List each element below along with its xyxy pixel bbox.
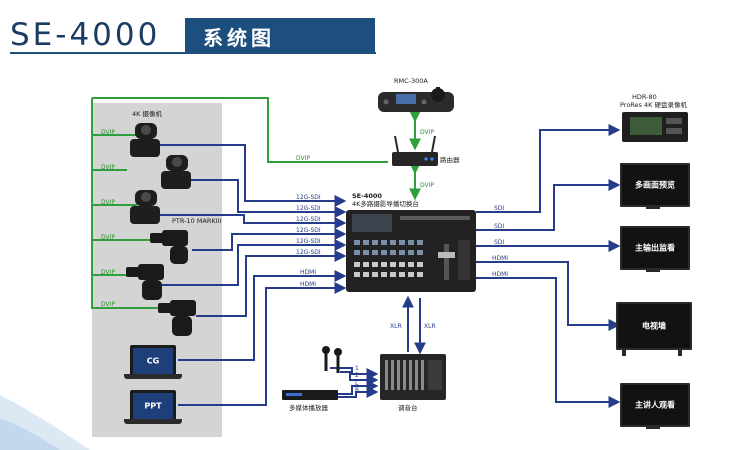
switcher-name: SE-4000 bbox=[352, 192, 382, 200]
xlr-label-2: XLR bbox=[424, 323, 436, 330]
hdmi-out-label-2: HDMI bbox=[492, 271, 509, 278]
cg-laptop-base bbox=[124, 374, 182, 379]
audio-channel-r: R bbox=[355, 387, 360, 394]
multiview-monitor-label: 多画面预览 bbox=[635, 180, 675, 190]
switcher-desc: 4K多路摄影导播切换台 bbox=[352, 200, 419, 208]
sdi12g-label-6: 12G-SDI bbox=[296, 249, 321, 256]
tv-wall-leg-left bbox=[622, 350, 626, 356]
hdr-desc: ProRes 4K 硬盘录像机 bbox=[620, 101, 687, 109]
sdi12g-label-3: 12G-SDI bbox=[296, 216, 321, 223]
dvip-label-5: DVIP bbox=[101, 269, 116, 276]
audio-mixer-icon bbox=[380, 354, 446, 400]
hdmi-out-label-1: HDMI bbox=[492, 255, 509, 262]
banner-text: 系统图 bbox=[203, 26, 275, 50]
xlr-label-1: XLR bbox=[390, 323, 402, 330]
ptz-camera-3 bbox=[130, 190, 160, 224]
router-label: 路由器 bbox=[440, 156, 460, 164]
title-underline bbox=[10, 52, 376, 54]
main-out-stand bbox=[646, 270, 660, 272]
tv-wall-monitor-label: 电视墙 bbox=[642, 321, 666, 331]
host-monitor: 主讲人观看 bbox=[620, 383, 690, 427]
mic-channel-1: 1 bbox=[355, 365, 359, 372]
page-title: SE-4000 bbox=[10, 17, 161, 53]
hdmi-in-label-2: HDMI bbox=[300, 281, 317, 288]
main-out-monitor-label: 主输出监看 bbox=[635, 243, 675, 253]
hdr-name: HDR-80 bbox=[632, 93, 657, 101]
ptr-camera-1 bbox=[150, 230, 188, 264]
dvip-label-router: DVIP bbox=[296, 155, 311, 162]
mixer-label: 调音台 bbox=[398, 404, 418, 412]
tv-wall-leg-right bbox=[678, 350, 682, 356]
tv-wall-monitor: 电视墙 bbox=[616, 302, 692, 350]
dvip-label-6: DVIP bbox=[101, 301, 116, 308]
cg-laptop-screen: CG bbox=[130, 345, 176, 377]
router-icon bbox=[392, 135, 438, 166]
sdi-out-label-2: SDI bbox=[494, 223, 505, 230]
mic-channel-2: 2 bbox=[355, 372, 359, 379]
media-player-label: 多媒体播放器 bbox=[289, 404, 328, 412]
ptr-camera-2 bbox=[126, 264, 164, 300]
ppt-laptop-screen: PPT bbox=[130, 390, 176, 422]
sdi12g-label-1: 12G-SDI bbox=[296, 194, 321, 201]
dvip-label-1: DVIP bbox=[101, 129, 116, 136]
dvip-label-rmc: DVIP bbox=[420, 129, 435, 136]
host-monitor-label: 主讲人观看 bbox=[635, 400, 675, 410]
ptz-camera-2 bbox=[161, 155, 191, 189]
dvip-label-2: DVIP bbox=[101, 164, 116, 171]
se4000-switcher-icon bbox=[346, 210, 476, 292]
ptz-camera-1 bbox=[130, 123, 160, 157]
dvip-label-3: DVIP bbox=[101, 199, 116, 206]
dvip-bus-line bbox=[92, 97, 388, 163]
sdi12g-label-5: 12G-SDI bbox=[296, 238, 321, 245]
sdi-out-label-1: SDI bbox=[494, 205, 505, 212]
dvip-label-4: DVIP bbox=[101, 234, 116, 241]
ptr-camera-3 bbox=[158, 300, 196, 336]
sdi-out-label-3: SDI bbox=[494, 239, 505, 246]
host-monitor-stand bbox=[646, 427, 660, 429]
camera-4k-label: 4K 摄像机 bbox=[132, 110, 162, 118]
media-player-icon bbox=[282, 390, 338, 400]
dvip-vertical-line bbox=[91, 98, 165, 309]
hdr-recorder-icon bbox=[622, 112, 688, 142]
microphone-icons bbox=[322, 346, 342, 373]
ptr-label: PTR-10 MARKIII bbox=[172, 217, 222, 225]
ppt-laptop-base bbox=[124, 419, 182, 424]
main-out-monitor: 主输出监看 bbox=[620, 226, 690, 270]
rmc-label: RMC-300A bbox=[394, 77, 428, 85]
dvip-label-switch: DVIP bbox=[420, 182, 435, 189]
multiview-monitor: 多画面预览 bbox=[620, 163, 690, 207]
sdi12g-label-2: 12G-SDI bbox=[296, 205, 321, 212]
multiview-stand bbox=[646, 207, 660, 209]
sdi12g-label-4: 12G-SDI bbox=[296, 227, 321, 234]
hdmi-in-label-1: HDMI bbox=[300, 269, 317, 276]
audio-channel-l: L bbox=[355, 380, 359, 387]
rmc-controller-icon bbox=[378, 87, 454, 112]
ppt-label: PPT bbox=[144, 401, 162, 411]
cg-label: CG bbox=[146, 356, 160, 366]
title-banner: 系统图 bbox=[185, 18, 375, 52]
